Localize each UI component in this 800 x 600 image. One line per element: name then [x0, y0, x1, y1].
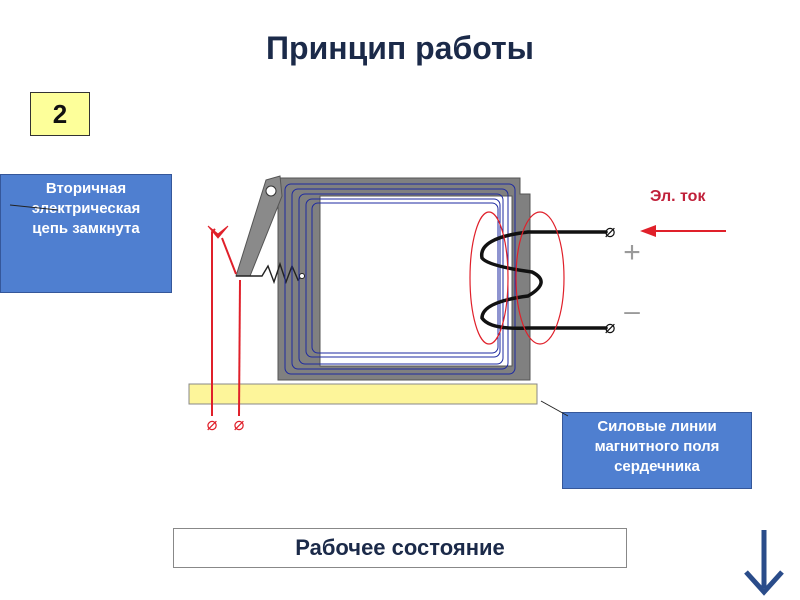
- coil-winding: [480, 230, 608, 331]
- field-lines-callout: Силовые линии магнитного поля сердечника: [562, 412, 752, 489]
- return-spring: [236, 261, 303, 285]
- contact-tip: [207, 225, 229, 239]
- armature: [235, 175, 283, 277]
- spring-anchor: [299, 273, 305, 279]
- contact-arm: [221, 237, 237, 275]
- polarity-minus: –: [624, 295, 640, 326]
- secondary-circuit: [211, 228, 241, 417]
- secondary-terminal-left: ⌀: [207, 414, 218, 435]
- page-title: Принцип работы: [266, 30, 534, 66]
- callout-leader-right: [540, 400, 569, 417]
- coil-field-ellipse-left: [469, 211, 509, 345]
- coil-terminal-top: ⌀: [605, 221, 616, 242]
- state-label: Рабочее состояние: [173, 528, 627, 568]
- coil-terminal-bottom: ⌀: [605, 317, 616, 338]
- magnetic-core: [277, 177, 531, 381]
- current-label: Эл. ток: [650, 188, 706, 205]
- secondary-terminal-right: ⌀: [234, 414, 245, 435]
- secondary-circuit-callout: Вторичная электрическая цепь замкнута: [0, 174, 172, 293]
- step-number-badge: 2: [30, 92, 90, 136]
- callout-leader-left: [9, 204, 59, 211]
- arrow-down-icon[interactable]: [744, 530, 784, 596]
- armature-pivot: [265, 185, 277, 197]
- polarity-plus: +: [623, 236, 641, 269]
- coil-field-ellipse-right: [515, 211, 565, 345]
- current-arrow-head: [640, 225, 656, 237]
- base-plate: [188, 383, 538, 405]
